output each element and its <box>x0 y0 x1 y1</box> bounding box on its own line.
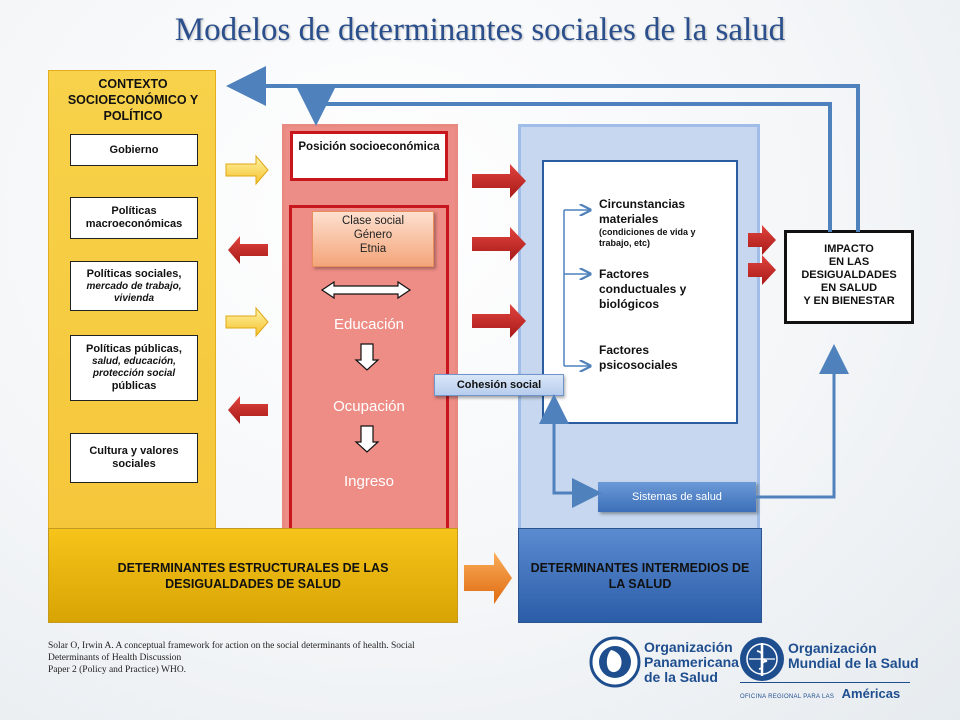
material-circumstances: Circunstancias materiales (condiciones d… <box>599 197 729 249</box>
citation-line-1: Solar O, Irwin A. A conceptual framework… <box>48 641 415 651</box>
health-system-arrow <box>756 344 849 499</box>
box-cultura-label: Cultura y valores sociales <box>89 445 179 470</box>
red-arrow-1 <box>472 164 526 198</box>
ops-emblem <box>589 636 641 688</box>
box-politicas-sociales-label: Políticas sociales, <box>86 267 182 280</box>
box-gobierno: Gobierno <box>70 134 198 166</box>
box-politicas-publicas-label: Políticas públicas, <box>86 343 182 355</box>
oms-small-text: OFICINA REGIONAL PARA LAS <box>740 694 835 700</box>
cohesion-health-link <box>552 410 602 508</box>
down-arrow-1 <box>354 343 380 371</box>
occupation-label: Ocupación <box>333 398 405 415</box>
oms-region: Américas <box>841 686 901 701</box>
impact-line-1: IMPACTO <box>824 243 874 255</box>
oms-divider <box>740 682 910 683</box>
yellow-arrow-1 <box>225 154 269 186</box>
oms-logo-text: Organización Mundial de la Salud <box>788 641 919 671</box>
red-arrow-2 <box>472 227 526 261</box>
box-politicas-macro: Políticas macroeconómicas <box>70 197 198 239</box>
education-label: Educación <box>333 316 405 333</box>
red-back-arrow-1 <box>228 236 268 264</box>
intermediary-determinants-box: DETERMINANTES INTERMEDIOS DE LA SALUD <box>518 528 762 623</box>
ops-line-3: de la Salud <box>644 669 718 685</box>
oms-emblem <box>740 637 784 681</box>
cohesion-box: Cohesión social <box>434 374 564 396</box>
box-politicas-publicas-sub: salud, educación, protección social <box>92 356 176 379</box>
citation-line-3: Paper 2 (Policy and Practice) WHO. <box>48 665 187 675</box>
box-politicas-publicas-tail: públicas <box>111 380 157 392</box>
box-politicas-publicas: Políticas públicas, salud, educación, pr… <box>70 335 198 401</box>
impact-line-3: DESIGUALDADES <box>801 269 897 281</box>
ops-line-1: Organización <box>644 639 733 655</box>
impact-arrow-1 <box>748 225 776 255</box>
red-arrow-3 <box>472 304 526 338</box>
yellow-arrow-2 <box>225 306 269 338</box>
box-politicas-sociales-sub: mercado de trabajo, vivienda <box>86 280 182 304</box>
material-circumstances-sub: (condiciones de vida y trabajo, etc) <box>599 227 696 248</box>
impact-arrow-2 <box>748 255 776 285</box>
oms-region-line: OFICINA REGIONAL PARA LAS Américas <box>740 685 900 703</box>
intermediary-inner-box <box>542 160 738 424</box>
page-title: Modelos de determinantes sociales de la … <box>174 12 786 48</box>
oms-line-2: Mundial de la Salud <box>788 655 919 671</box>
feedback-arrow-outer <box>226 66 860 232</box>
oms-line-1: Organización <box>788 640 877 656</box>
box-gobierno-label: Gobierno <box>109 143 159 156</box>
red-back-arrow-2 <box>228 396 268 424</box>
double-arrow <box>320 280 412 300</box>
orange-arrow <box>464 552 512 604</box>
citation-line-2: Determinants of Health Discussion <box>48 653 182 663</box>
behavioral-factors: Factores conductuales y biológicos <box>599 267 687 311</box>
social-class-label: Clase social <box>342 215 404 227</box>
ethnicity-label: Etnia <box>359 243 387 255</box>
income-label: Ingreso <box>343 473 395 490</box>
context-heading: CONTEXTO SOCIOECONÓMICO Y POLÍTICO <box>67 77 199 123</box>
structural-determinants-box: DETERMINANTES ESTRUCTURALES DE LAS DESIG… <box>48 528 458 623</box>
ops-line-2: Panamericana <box>644 654 739 670</box>
health-systems-box: Sistemas de salud <box>598 482 756 512</box>
feedback-arrow-inner <box>296 86 832 232</box>
box-politicas-sociales: Políticas sociales, mercado de trabajo, … <box>70 261 198 311</box>
down-arrow-2 <box>354 425 380 453</box>
psychosocial-factors: Factores psicosociales <box>599 343 678 372</box>
ops-logo-text: Organización Panamericana de la Salud <box>644 640 739 685</box>
gender-label: Género <box>353 229 393 241</box>
impact-line-4: EN SALUD <box>820 282 878 294</box>
impact-line-2: EN LAS <box>828 256 870 268</box>
box-politicas-macro-label: Políticas macroeconómicas <box>85 205 183 230</box>
impact-line-5: Y EN BIENESTAR <box>803 295 895 307</box>
citation: Solar O, Irwin A. A conceptual framework… <box>48 640 548 676</box>
position-box: Posición socioeconómica <box>290 131 448 181</box>
impact-box: IMPACTO EN LAS DESIGUALDADES EN SALUD Y … <box>784 230 914 324</box>
box-cultura: Cultura y valores sociales <box>70 433 198 483</box>
material-circumstances-label: Circunstancias materiales <box>599 197 686 226</box>
social-class-box: Clase social Género Etnia <box>312 211 434 267</box>
